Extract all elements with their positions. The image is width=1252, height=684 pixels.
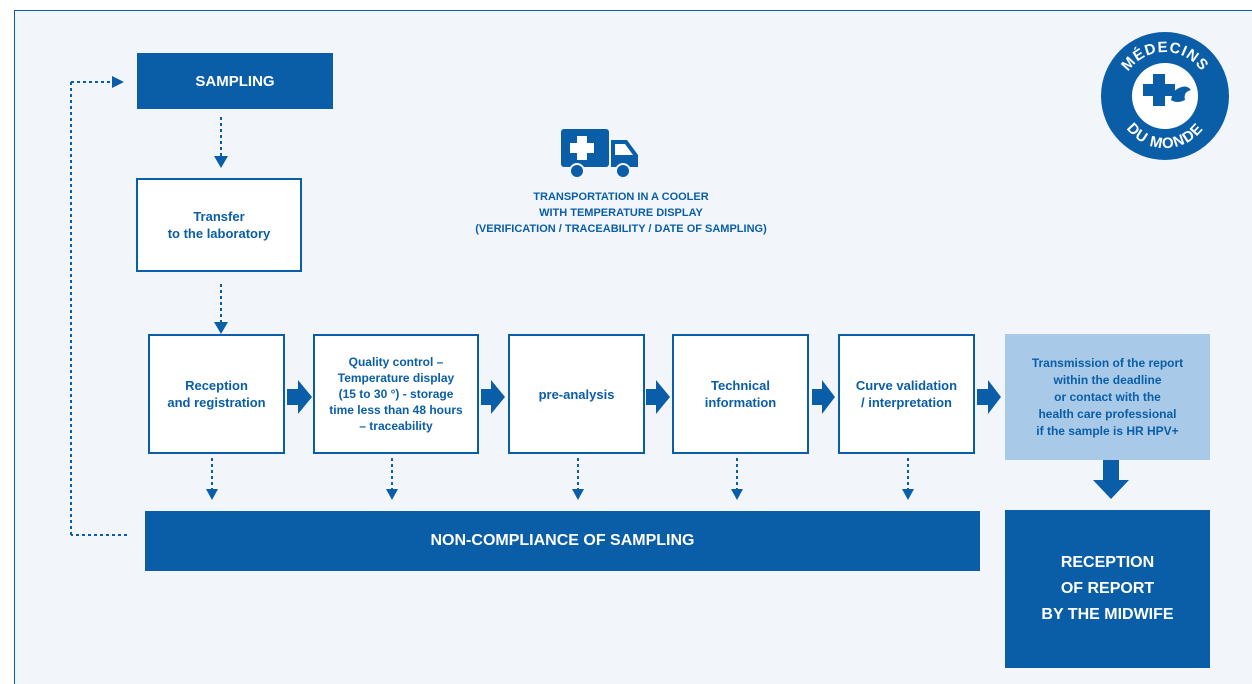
transfer-box: Transfer to the laboratory: [136, 178, 302, 272]
medecins-du-monde-logo: MÉDECINS DU MONDE: [1099, 30, 1231, 162]
arrow-step-1-2: [287, 380, 312, 414]
step-curve-validation: Curve validation / interpretation: [838, 334, 975, 454]
non-compliance-box: NON-COMPLIANCE OF SAMPLING: [145, 511, 980, 571]
reception-report-box: RECEPTION OF REPORT BY THE MIDWIFE: [1005, 510, 1210, 668]
arrowhead-to-sampling: [112, 76, 124, 88]
sampling-box: SAMPLING: [137, 53, 333, 109]
arrow-to-reception: [1093, 455, 1129, 499]
truck-icon: [559, 127, 641, 181]
step-technical-information: Technical information: [672, 334, 809, 454]
transport-caption: TRANSPORTATION IN A COOLER WITH TEMPERAT…: [475, 191, 767, 235]
step-reception-registration: Reception and registration: [148, 334, 285, 454]
arrow-step-2-3: [481, 380, 505, 414]
transmission-box: Transmission of the report within the de…: [1005, 334, 1210, 460]
step-quality-control: Quality control – Temperature display (1…: [313, 334, 479, 454]
arrow-step-3-4: [646, 380, 670, 414]
arrow-step-4-5: [812, 380, 835, 414]
arrow-step-5-6: [977, 380, 1001, 414]
step-pre-analysis: pre-analysis: [508, 334, 645, 454]
